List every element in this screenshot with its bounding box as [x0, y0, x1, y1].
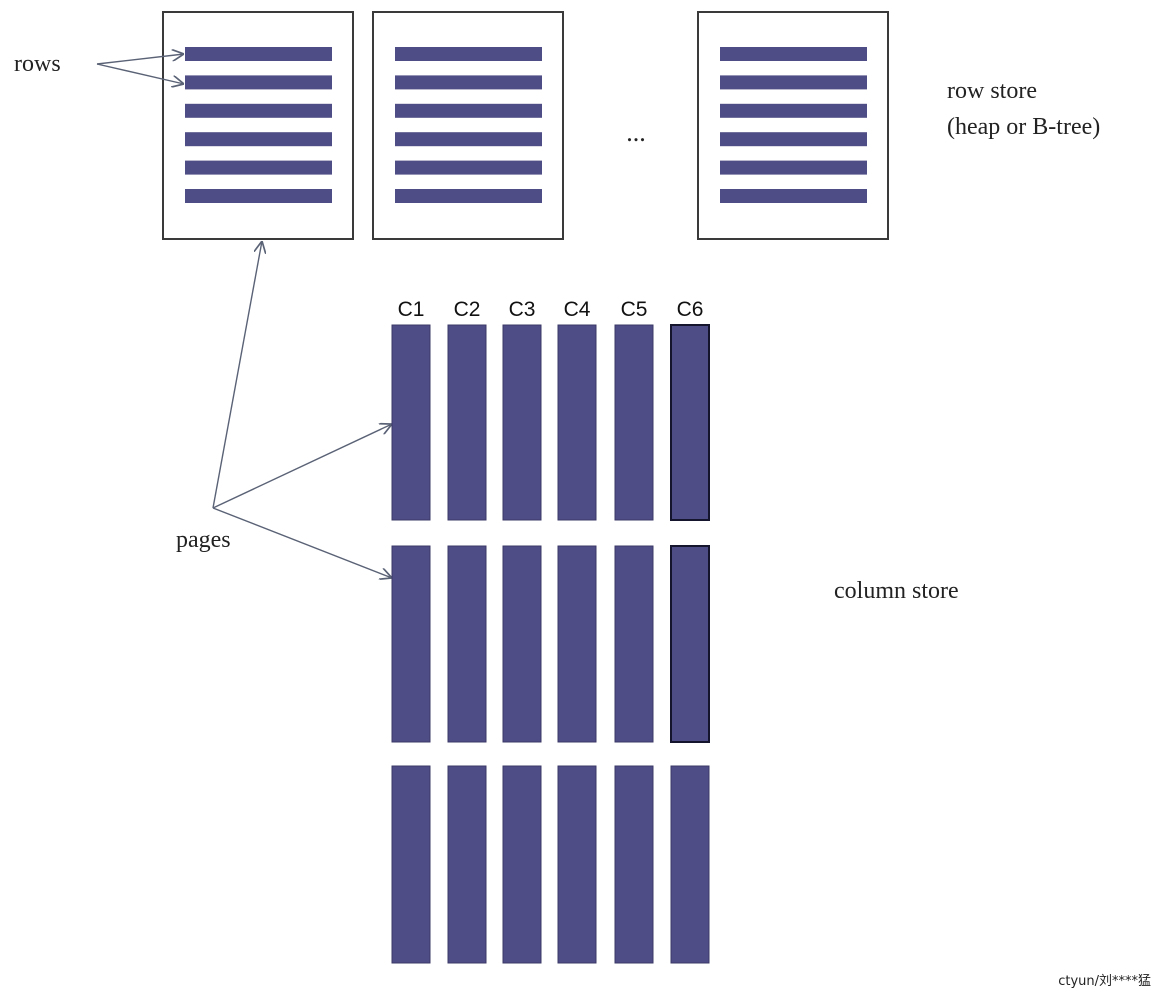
rows-label: rows — [14, 51, 61, 77]
column-bar — [670, 324, 710, 521]
column-bar — [614, 765, 654, 964]
column-bar — [557, 324, 597, 521]
column-bar — [391, 324, 431, 521]
row-page-frame — [697, 11, 889, 240]
column-header: C2 — [454, 298, 481, 321]
row-bar — [720, 189, 867, 203]
column-bar — [614, 545, 654, 743]
row-bar — [395, 75, 542, 90]
row-bars — [185, 47, 332, 203]
column-headers: C1 C2 C3 C4 C5 C6 — [398, 298, 704, 321]
column-header: C3 — [509, 298, 536, 321]
pages-arrows — [212, 241, 392, 578]
column-bar — [502, 545, 542, 743]
column-bar — [557, 765, 597, 964]
pages-arrow — [212, 241, 262, 509]
pages-arrow — [212, 424, 392, 509]
column-bar — [447, 765, 487, 964]
row-store: ... — [162, 11, 889, 240]
column-bar — [447, 545, 487, 743]
rows-arrow — [96, 63, 184, 84]
row-bar — [185, 132, 332, 147]
row-page — [372, 11, 564, 240]
row-bar — [720, 47, 867, 61]
row-page — [697, 11, 889, 240]
row-bar — [395, 103, 542, 118]
column-store — [391, 324, 710, 964]
column-header: C5 — [621, 298, 648, 321]
row-page-frame — [372, 11, 564, 240]
row-bar — [185, 47, 332, 61]
ellipsis-label: ... — [626, 118, 646, 147]
row-bar — [720, 132, 867, 147]
column-header: C6 — [677, 298, 704, 321]
column-bar — [447, 324, 487, 521]
row-bar — [720, 103, 867, 118]
column-header: C4 — [564, 298, 591, 321]
row-bar — [185, 160, 332, 175]
pages-label: pages — [176, 527, 231, 553]
column-bar — [670, 545, 710, 743]
row-bar — [185, 103, 332, 118]
row-bars — [720, 47, 867, 203]
rows-arrows — [96, 54, 184, 84]
column-bar — [614, 324, 654, 521]
row-bar — [185, 75, 332, 90]
row-store-sublabel: (heap or B-tree) — [947, 114, 1100, 140]
row-bar — [720, 160, 867, 175]
column-bar — [670, 765, 710, 964]
rows-arrow — [96, 54, 184, 65]
column-store-label: column store — [834, 578, 959, 604]
row-bars — [395, 47, 542, 203]
column-bar — [391, 765, 431, 964]
column-bar — [557, 545, 597, 743]
column-bar — [502, 765, 542, 964]
column-bar — [502, 324, 542, 521]
pages-arrow — [212, 507, 392, 578]
watermark: ctyun/刘****猛 — [1058, 974, 1151, 989]
row-bar — [395, 160, 542, 175]
row-bar — [395, 132, 542, 147]
column-header: C1 — [398, 298, 425, 321]
row-bar — [720, 75, 867, 90]
row-page-frame — [162, 11, 354, 240]
column-bar — [391, 545, 431, 743]
row-bar — [185, 189, 332, 203]
row-bar — [395, 189, 542, 203]
row-page — [162, 11, 354, 240]
row-store-label: row store — [947, 78, 1037, 104]
row-bar — [395, 47, 542, 61]
